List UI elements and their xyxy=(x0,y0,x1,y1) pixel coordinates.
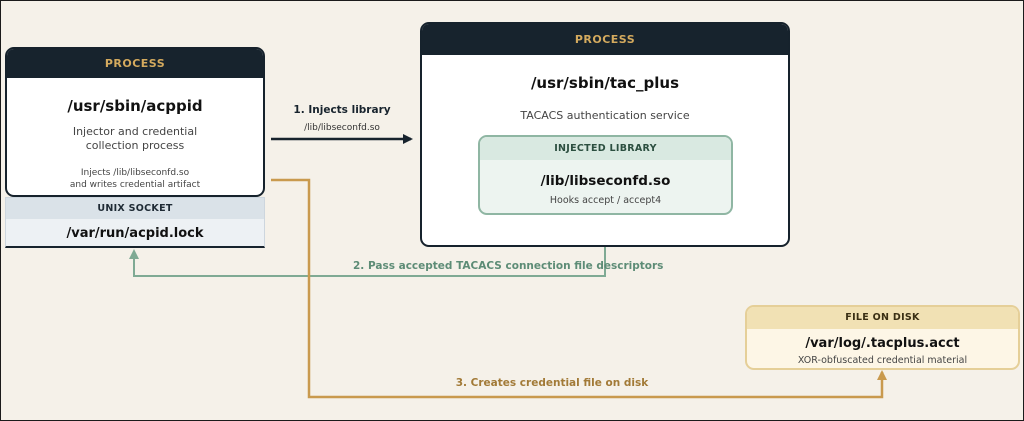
socket-path: /var/run/acpid.lock xyxy=(66,226,204,241)
acppid-badge: PROCESS xyxy=(7,49,263,78)
inject-edge-sub: /lib/libseconfd.so xyxy=(304,123,380,133)
fd-arrow xyxy=(129,219,606,277)
file-edge-label: 3. Creates credential file on disk xyxy=(455,377,649,389)
acppid-path: /usr/sbin/acppid xyxy=(67,97,203,115)
file-arrow xyxy=(271,178,887,399)
tac-plus-desc: TACACS authentication service xyxy=(520,109,690,122)
file-path: /var/log/.tacplus.acct xyxy=(805,336,960,351)
unix-socket-box: UNIX SOCKET /var/run/acpid.lock xyxy=(5,197,265,248)
injected-library-box: INJECTED LIBRARY /lib/libseconfd.so Hook… xyxy=(478,135,733,215)
socket-badge: UNIX SOCKET xyxy=(6,198,264,219)
library-badge: INJECTED LIBRARY xyxy=(480,137,731,160)
tac-plus-path: /usr/sbin/tac_plus xyxy=(530,74,680,92)
inject-edge-label: 1. Injects library xyxy=(293,104,391,116)
fd-edge-label: 2. Pass accepted TACACS connection file … xyxy=(353,260,664,272)
acppid-note-line1: Injects /lib/libseconfd.so xyxy=(80,168,190,178)
file-on-disk-box: FILE ON DISK /var/log/.tacplus.acct XOR-… xyxy=(745,305,1020,370)
acppid-desc-line2: collection process xyxy=(85,139,185,152)
acppid-process-box: PROCESS /usr/sbin/acppid Injector and cr… xyxy=(5,47,265,197)
file-badge: FILE ON DISK xyxy=(747,307,1018,329)
file-desc: XOR-obfuscated credential material xyxy=(797,355,968,366)
acppid-desc-line1: Injector and credential xyxy=(72,125,198,138)
acppid-note-line2: and writes credential artifact xyxy=(69,180,201,190)
library-path: /lib/libseconfd.so xyxy=(540,173,671,189)
library-desc: Hooks accept / accept4 xyxy=(549,195,662,206)
tac-plus-badge: PROCESS xyxy=(422,24,788,55)
tac-plus-process-box: PROCESS /usr/sbin/tac_plus TACACS authen… xyxy=(420,22,790,247)
